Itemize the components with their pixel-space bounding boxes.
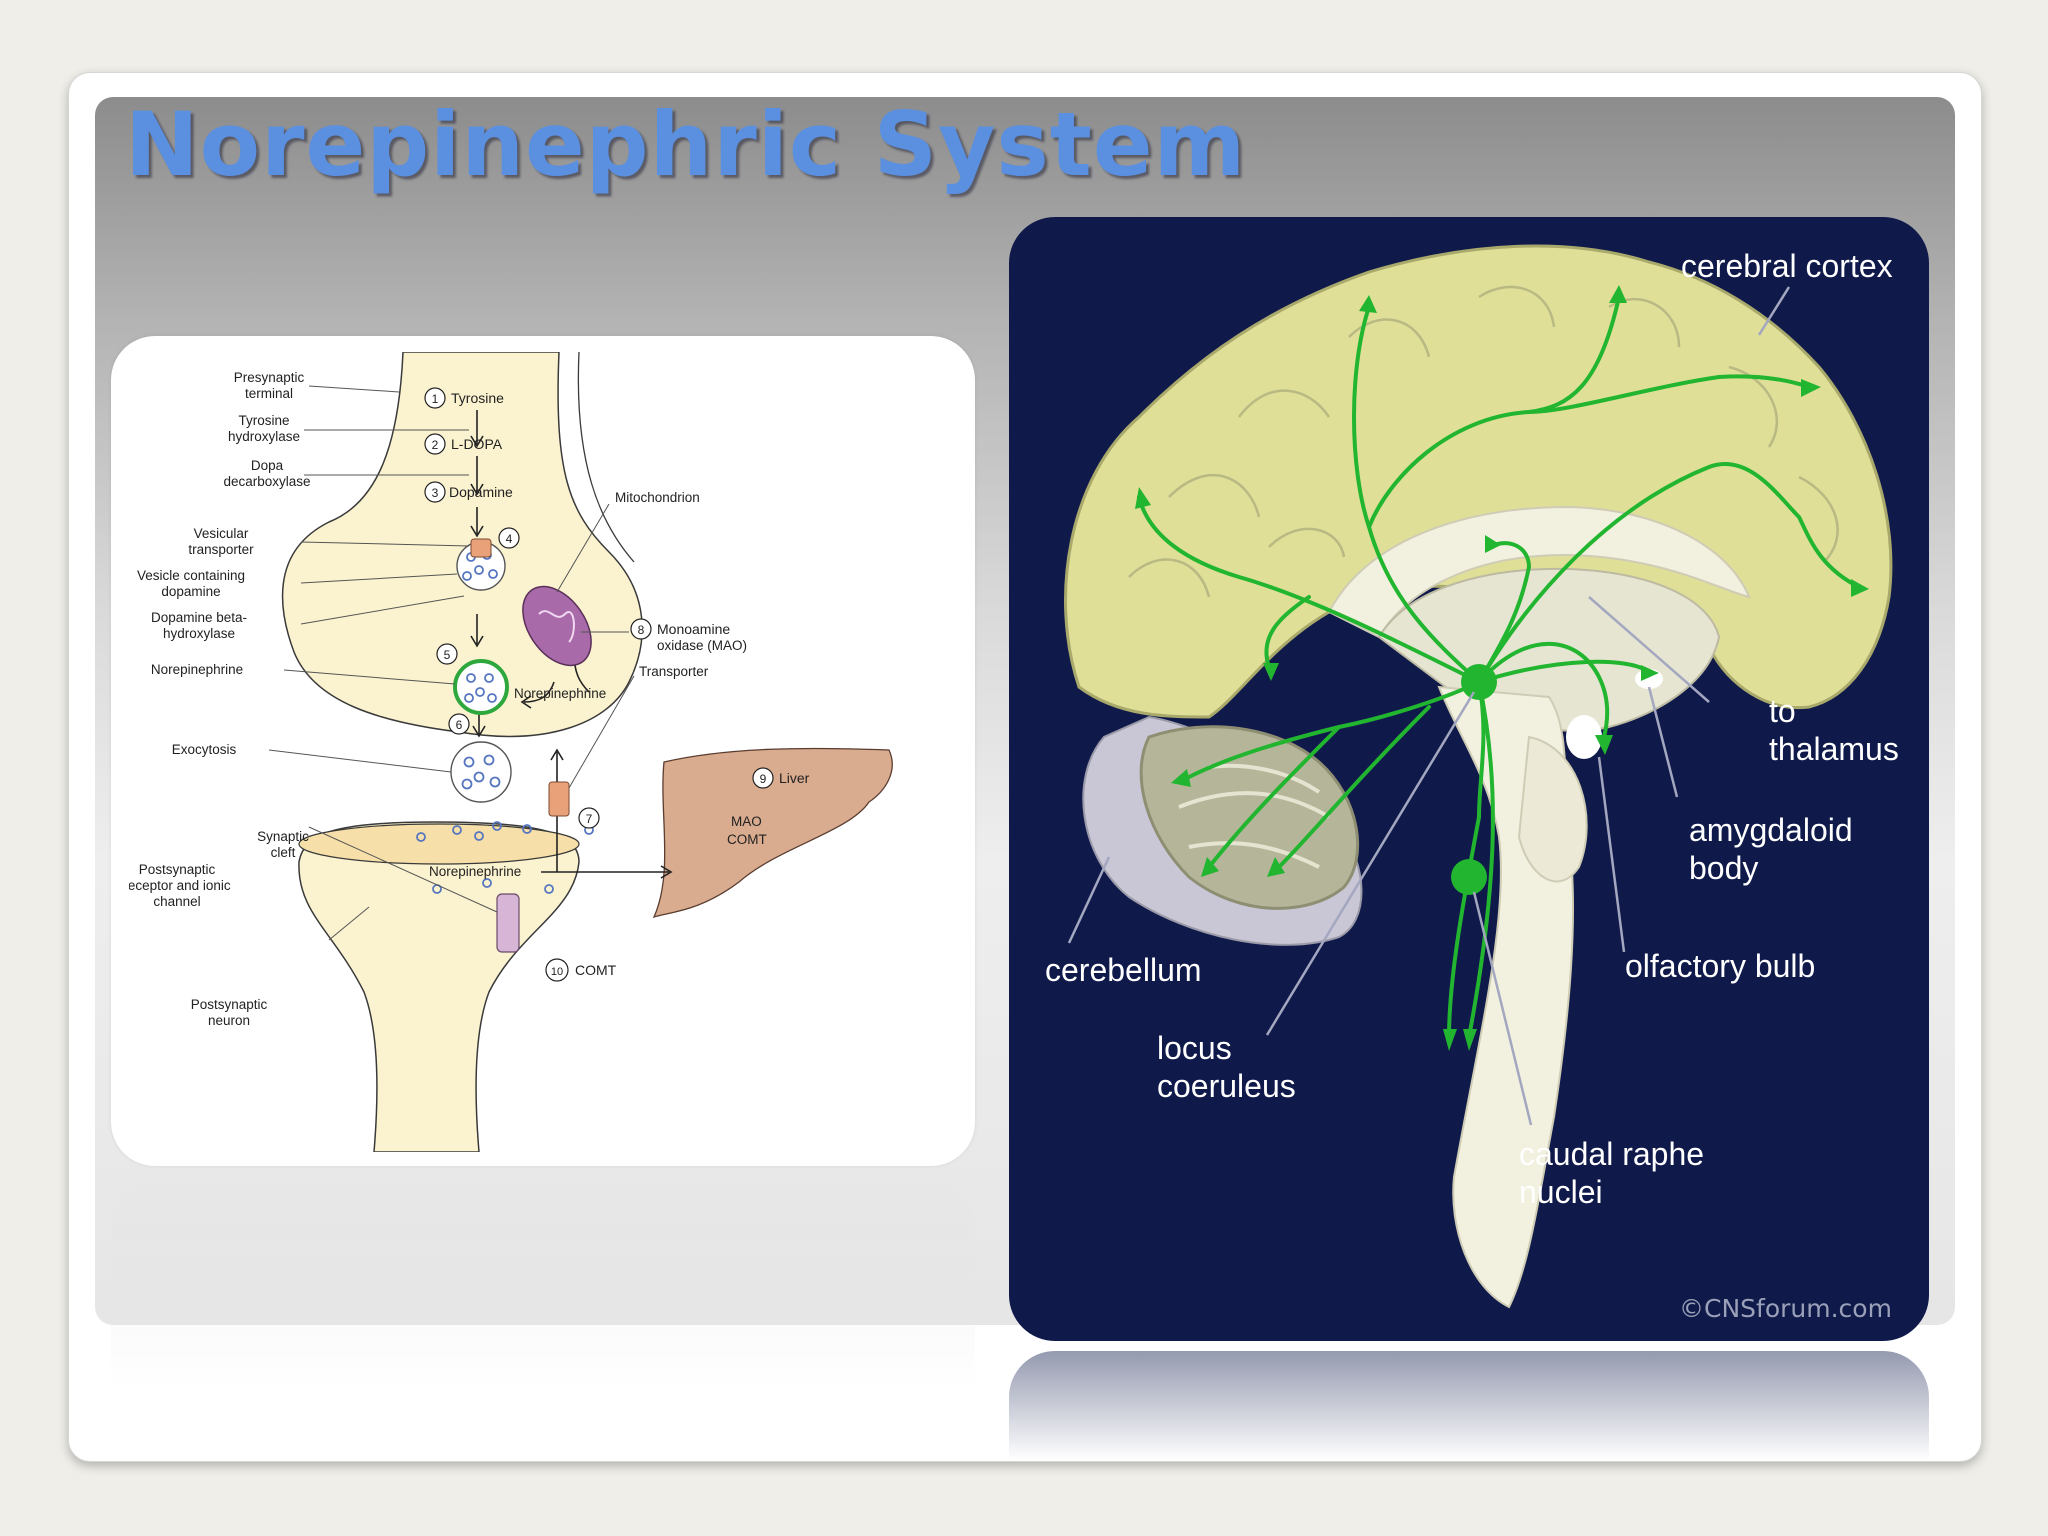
label-dopamine-beta: Dopamine beta- <box>151 610 247 625</box>
label-coeruleus: coeruleus <box>1157 1068 1296 1104</box>
step-2: 2 L-DOPA <box>424 433 503 455</box>
svg-text:2: 2 <box>432 438 439 452</box>
label-amygdaloid: amygdaloid <box>1689 812 1853 848</box>
svg-text:4: 4 <box>506 532 513 546</box>
step-5: 5 <box>436 643 458 665</box>
label-norepinephrine-reuptake: Norepinephrine <box>514 686 606 701</box>
label-tyrosine: Tyrosine <box>238 413 289 428</box>
mitochondrion-shape <box>522 585 592 667</box>
label-mitochondrion: Mitochondrion <box>615 490 700 505</box>
label-vesicular: Vesicular <box>194 526 249 541</box>
label-terminal: terminal <box>245 386 293 401</box>
label-beta-hydroxylase: hydroxylase <box>163 626 235 641</box>
brain-diagram-panel: cerebral cortex to thalamus amygdaloid b… <box>1009 217 1929 1341</box>
label-synaptic: Synaptic <box>257 829 309 844</box>
liver-shape <box>652 747 893 919</box>
label-olfactory-bulb: olfactory bulb <box>1625 948 1815 984</box>
left-panel-reflection <box>111 1183 975 1443</box>
caudal-raphe-nuclei-node <box>1451 859 1487 895</box>
locus-coeruleus-node <box>1461 664 1497 700</box>
svg-text:L-DOPA: L-DOPA <box>451 436 503 452</box>
step-3: 3 Dopamine <box>424 481 513 503</box>
label-cerebellum: cerebellum <box>1045 952 1202 988</box>
axon-membrane-line <box>577 351 635 563</box>
svg-text:8: 8 <box>638 623 645 637</box>
label-to: to <box>1769 693 1796 729</box>
label-postsynaptic-neuron-1: Postsynaptic <box>191 997 268 1012</box>
step-1: 1 Tyrosine <box>424 387 504 409</box>
label-norepinephrine-cleft: Norepinephrine <box>429 864 521 879</box>
label-caudal-raphe: caudal raphe <box>1519 1136 1704 1172</box>
label-dopa: Dopa <box>251 458 284 473</box>
label-receptor-ionic: receptor and ionic <box>129 878 231 893</box>
step-9: 9 Liver <box>752 767 810 789</box>
label-transporter-right: Transporter <box>639 664 709 679</box>
label-dopamine: dopamine <box>161 584 220 599</box>
label-channel: channel <box>153 894 200 909</box>
label-liver-comt: COMT <box>727 832 767 847</box>
copyright-text: ©CNSforum.com <box>1679 1294 1892 1323</box>
step-10: 10 COMT <box>545 958 617 982</box>
step-6: 6 <box>448 713 470 735</box>
label-postsynaptic-neuron-2: neuron <box>208 1013 250 1028</box>
right-panel-reflection <box>1009 1351 1929 1461</box>
step-8: 8 Monoamine <box>630 618 730 640</box>
olfactory-bulb-shape <box>1566 715 1602 759</box>
label-norepinephrine: Norepinephrine <box>151 662 243 677</box>
svg-text:9: 9 <box>760 772 767 786</box>
postsynaptic-membrane <box>298 823 580 865</box>
label-liver-mao: MAO <box>731 814 762 829</box>
label-transporter: transporter <box>188 542 254 557</box>
label-decarboxylase: decarboxylase <box>223 474 310 489</box>
svg-text:7: 7 <box>586 812 593 826</box>
slide-frame: Norepinephric System <box>68 72 1982 1462</box>
label-body: body <box>1689 850 1758 886</box>
label-presynaptic: Presynaptic <box>234 370 305 385</box>
svg-text:6: 6 <box>456 718 463 732</box>
label-vesicle-containing: Vesicle containing <box>137 568 245 583</box>
svg-text:5: 5 <box>444 648 451 662</box>
brain-diagram: cerebral cortex to thalamus amygdaloid b… <box>1045 244 1899 1323</box>
svg-text:COMT: COMT <box>575 962 617 978</box>
label-thalamus: thalamus <box>1769 731 1899 767</box>
corpus-callosum <box>1327 505 1751 639</box>
label-cerebral-cortex: cerebral cortex <box>1681 248 1893 284</box>
norepinephrine-vesicle <box>453 659 509 715</box>
slide-title: Norepinephric System <box>125 93 1247 196</box>
svg-text:Dopamine: Dopamine <box>449 484 513 500</box>
svg-text:10: 10 <box>551 966 563 978</box>
svg-text:Liver: Liver <box>779 770 810 786</box>
step-4: 4 <box>498 527 520 549</box>
label-hydroxylase: hydroxylase <box>228 429 300 444</box>
label-nuclei: nuclei <box>1519 1174 1603 1210</box>
svg-text:1: 1 <box>432 392 439 406</box>
synapse-diagram-panel: Presynaptic terminal Tyrosine hydroxylas… <box>111 336 975 1166</box>
svg-text:3: 3 <box>432 486 439 500</box>
synapse-diagram: Presynaptic terminal Tyrosine hydroxylas… <box>123 351 893 1153</box>
svg-text:Monoamine: Monoamine <box>657 621 730 637</box>
label-exocytosis: Exocytosis <box>172 742 237 757</box>
label-postsynaptic: Postsynaptic <box>139 862 216 877</box>
svg-text:Tyrosine: Tyrosine <box>451 390 504 406</box>
step-7: 7 <box>578 807 600 829</box>
label-locus: locus <box>1157 1030 1232 1066</box>
label-mao: oxidase (MAO) <box>657 638 747 653</box>
label-cleft: cleft <box>271 845 296 860</box>
